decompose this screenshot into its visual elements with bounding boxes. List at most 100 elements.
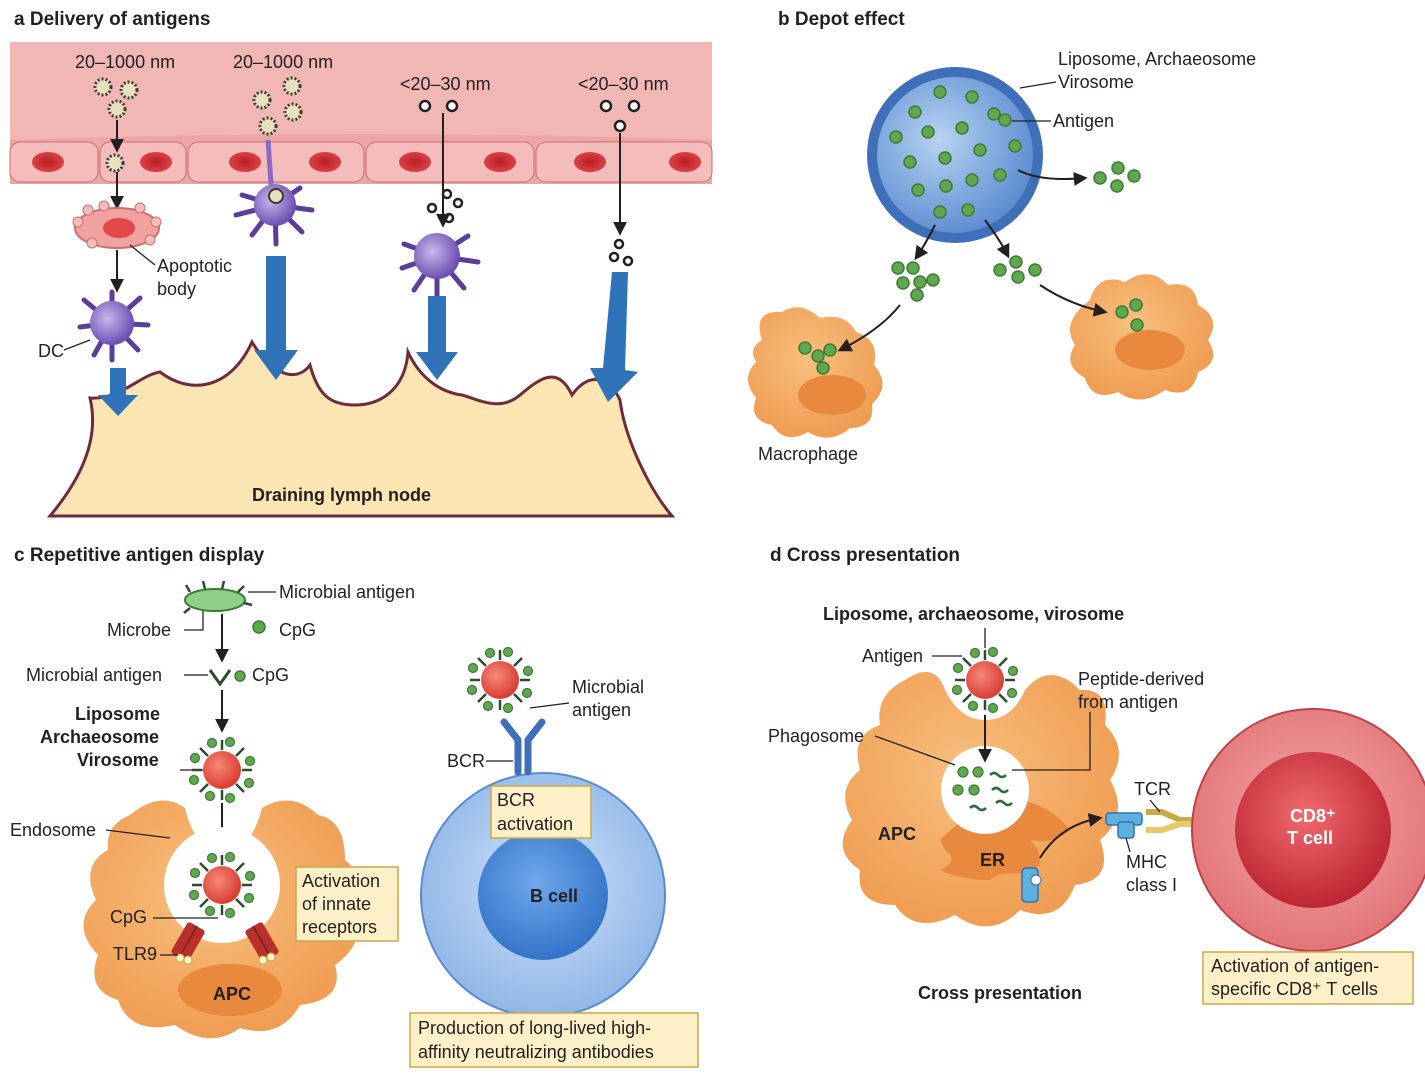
tlr9-receptors [171, 922, 279, 965]
size-label-3: <20–30 nm [400, 74, 491, 94]
panel-c: c Repetitive antigen display Microbial a… [10, 545, 699, 1068]
carrier-label-1: Liposome, Archaeosome [1058, 49, 1256, 69]
released-antigens-right [1093, 161, 1141, 193]
endosome-leader [105, 829, 171, 839]
bcr-activation-label-1: BCR [497, 790, 535, 810]
antigen-label-b: Antigen [1053, 111, 1114, 131]
apc-d [842, 672, 1119, 927]
apc-c-label: APC [213, 984, 251, 1004]
tcr-leader [1149, 799, 1161, 813]
apc-d-label: APC [878, 824, 916, 844]
tcr-label: TCR [1134, 779, 1171, 799]
arrow-to-mac-right [1039, 284, 1108, 317]
cd8-label-2: T cell [1287, 828, 1333, 848]
carrier-leader [1019, 81, 1057, 89]
panel-d: d Cross presentation Liposome, archaeoso… [768, 545, 1425, 1005]
size-label-2: 20–1000 nm [233, 52, 333, 72]
microbe [183, 580, 253, 614]
innate-label-2: of innate [302, 894, 371, 914]
b-cell [420, 772, 666, 1018]
tcr [1146, 809, 1196, 833]
cpg-label-1: CpG [279, 620, 316, 640]
lymph-node [46, 338, 676, 518]
bcr-activation-box: BCR activation [490, 785, 592, 839]
peptide-label-2: from antigen [1078, 692, 1178, 712]
microbial-antigen-top-label: Microbial antigen [279, 582, 415, 602]
endothelium [9, 42, 713, 184]
antibodies-label-1: Production of long-lived high- [418, 1018, 651, 1038]
antibodies-box: Production of long-lived high- affinity … [409, 1012, 699, 1068]
microbe-leader [184, 611, 204, 631]
antibodies-label-2: affinity neutralizing antibodies [418, 1042, 654, 1062]
panel-c-title: c Repetitive antigen display [14, 545, 265, 566]
activation-label-1: Activation of antigen- [1211, 956, 1379, 976]
released-antigens-left [891, 261, 940, 302]
size-label-4: <20–30 nm [578, 74, 669, 94]
panel-d-title: d Cross presentation [770, 545, 960, 566]
mhc-leader [1125, 837, 1131, 853]
release-arrow-left [914, 224, 936, 261]
phagosome-label: Phagosome [768, 726, 864, 746]
panel-a-title: a Delivery of antigens [14, 9, 210, 30]
panel-b: b Depot effect Liposome, Archaeosome Vir… [748, 9, 1256, 464]
apoptotic-label-1: Apoptotic [157, 256, 232, 276]
panel-b-title: b Depot effect [778, 9, 905, 30]
cd8-label-1: CD8⁺ [1290, 806, 1336, 826]
bcr-label: BCR [447, 751, 485, 771]
dc-label: DC [38, 341, 64, 361]
large-particles-1 [93, 77, 139, 173]
mhc-surface [1105, 812, 1143, 839]
cpg-dot-2 [234, 670, 246, 682]
phagosome-contents [952, 766, 1013, 812]
microbial-leader [529, 702, 570, 709]
dendritic-cell-1 [77, 289, 151, 363]
liposome-depot [867, 67, 1043, 243]
mid-antigen [208, 669, 232, 687]
cpg-label-2: CpG [252, 665, 289, 685]
mhc-label-2: class I [1126, 875, 1177, 895]
innate-label-3: receptors [302, 917, 377, 937]
peptide-leader [1012, 712, 1091, 771]
decorated-liposome-c2 [188, 851, 256, 919]
macrophage-right [1070, 274, 1214, 400]
innate-label-1: Activation [302, 871, 380, 891]
carrier-label-2: Virosome [1058, 72, 1134, 92]
carrier-c-label-3: Virosome [77, 750, 159, 770]
decorated-liposome-d [951, 646, 1019, 714]
cpg-dot-1 [252, 620, 266, 634]
microbial-antigen-mid-label: Microbial antigen [26, 665, 162, 685]
lymph-node-label: Draining lymph node [252, 485, 431, 505]
blue-arrows-a [98, 256, 638, 416]
phagosome-leader [874, 735, 956, 766]
bcr-activation-label-2: activation [497, 814, 573, 834]
dendritic-cell-2 [233, 184, 315, 247]
size-label-1: 20–1000 nm [75, 52, 175, 72]
panel-a: a Delivery of antigens 20–1000 nm 20–100… [9, 9, 713, 518]
cpg-label-3: CpG [110, 907, 147, 927]
cd8-t-cell [1191, 708, 1425, 952]
activation-label-2: specific CD8⁺ T cells [1211, 979, 1378, 999]
cross-presentation-label: Cross presentation [918, 983, 1082, 1003]
apoptotic-leader [129, 244, 156, 266]
mhc-label-1: MHC [1126, 852, 1167, 872]
mhc-er [1021, 867, 1042, 903]
release-arrow-right [1017, 169, 1088, 186]
decorated-liposome-c1 [188, 736, 256, 804]
activation-box: Activation of antigen- specific CD8⁺ T c… [1202, 951, 1414, 1005]
dendritic-cell-3 [399, 233, 481, 301]
macrophage-label: Macrophage [758, 444, 858, 464]
apoptotic-label-2: body [157, 279, 196, 299]
release-arrow-mid [984, 219, 1010, 259]
peptide-label-1: Peptide-derived [1078, 669, 1204, 689]
depot-antigens [889, 85, 1022, 219]
released-antigens-mid [993, 255, 1042, 284]
macrophage-left [748, 307, 883, 438]
innate-box: Activation of innate receptors [295, 866, 399, 942]
carrier-c-label-2: Archaeosome [40, 727, 159, 747]
microbe-label: Microbe [107, 620, 171, 640]
decorated-liposome-c3 [466, 646, 534, 714]
er-label: ER [980, 850, 1005, 870]
mhc-transport-arrow [1039, 813, 1103, 859]
antigen-d-label: Antigen [862, 646, 923, 666]
